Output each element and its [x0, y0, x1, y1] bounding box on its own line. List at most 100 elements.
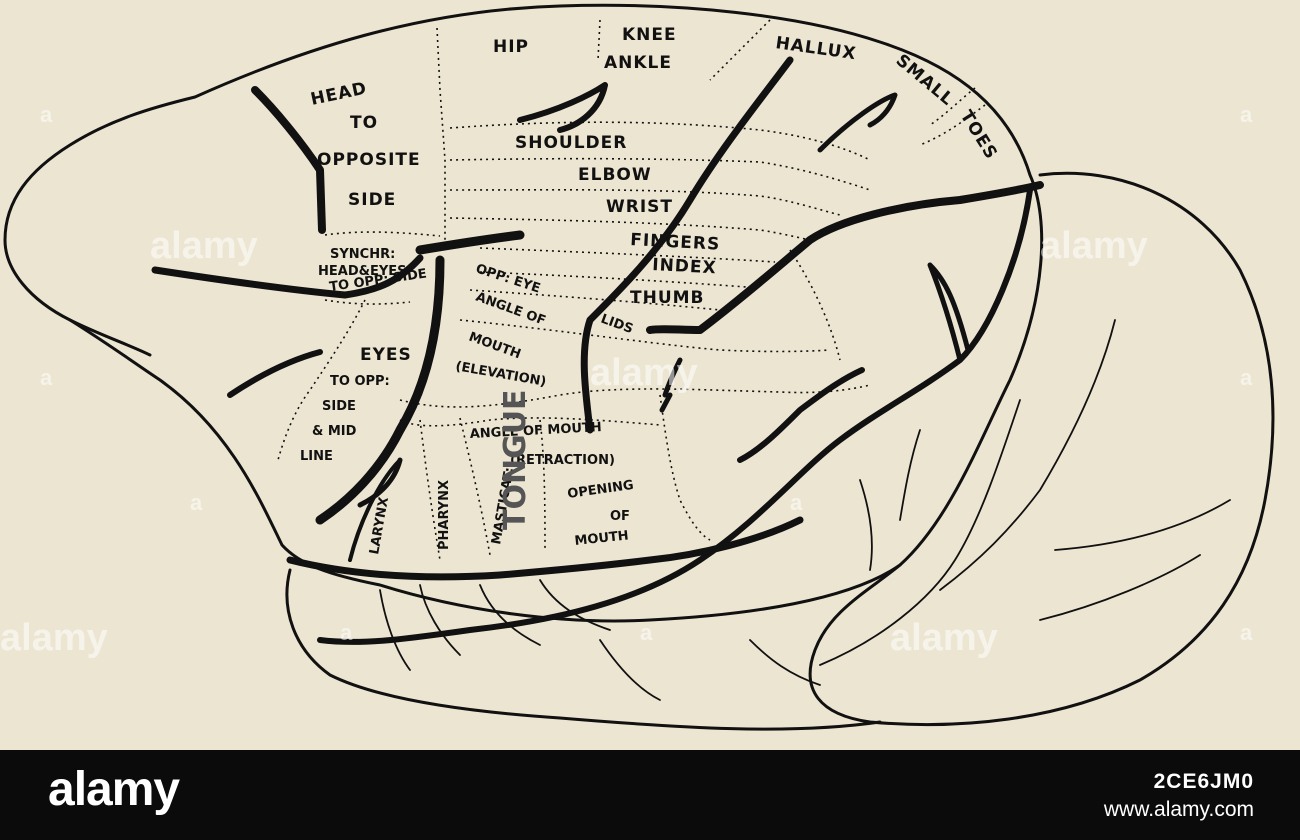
olfactory-lobe: [68, 318, 152, 357]
ectosylvian: [737, 367, 865, 463]
label-eyes: EYES: [360, 345, 412, 365]
boundary-region-right: [789, 249, 841, 361]
sulci: [151, 56, 1044, 645]
brain-outline: [3, 3, 1275, 731]
label-ankle: ANKLE: [604, 53, 672, 73]
label-shoulder: SHOULDER: [515, 133, 627, 153]
boundary-eyes-left: [277, 299, 366, 461]
label-pharynx: PHARYNX: [437, 480, 452, 550]
label-wrist: WRIST: [606, 197, 673, 217]
rhinal-fissure: [286, 516, 804, 581]
label-and-mid: & MID: [312, 424, 357, 439]
brainstem-fold: [749, 639, 821, 686]
label-side: SIDE: [348, 190, 396, 210]
upper-left-sulcus: [517, 82, 608, 133]
boundary-tongue: [539, 419, 546, 551]
watermark-center: alamy: [590, 352, 698, 394]
label-to: TO: [350, 113, 378, 133]
left-orbital-sulcus: [227, 349, 323, 398]
label-elevation: (ELEVATION): [454, 359, 547, 390]
boundary-synchr-bottom: [324, 299, 411, 305]
boundary-elbow-wrist: [449, 188, 841, 216]
footer-meta: 2CE6JM0 www.alamy.com: [1104, 770, 1254, 822]
label-elbow: ELBOW: [578, 165, 652, 185]
watermark-a-2: a: [1240, 102, 1253, 127]
watermark-a-8: a: [640, 620, 653, 645]
cerebellum-fold-6: [859, 479, 873, 571]
label-hip: HIP: [493, 37, 529, 57]
cerebellum-fold-2: [1054, 499, 1231, 551]
watermark-bottom-left: alamy: [0, 617, 108, 659]
label-opening: OPENING: [566, 478, 634, 502]
fine-lines: [379, 319, 1231, 701]
label-tongue: TONGUE: [498, 389, 533, 530]
brain-diagram: HIP KNEE ANKLE HALLUX SMALL TOES HEAD TO…: [0, 3, 1275, 731]
label-fingers: FINGERS: [630, 230, 721, 255]
lateral-branch: [927, 262, 971, 363]
boundary-elevation: [399, 384, 871, 408]
label-lids: LIDS: [599, 312, 635, 337]
alamy-logo: alamy: [48, 763, 180, 816]
label-mouth-2: MOUTH: [574, 528, 630, 549]
watermark-left: alamy: [150, 225, 258, 267]
boundary-shoulder-top: [449, 121, 871, 161]
watermark-a-7: a: [340, 620, 353, 645]
cerebellum-fold-1: [939, 319, 1116, 591]
watermark-a-6: a: [790, 490, 803, 515]
sylvian-fissure: [646, 181, 1044, 334]
cerebellum-outline: [808, 171, 1275, 727]
diagram-canvas: HIP KNEE ANKLE HALLUX SMALL TOES HEAD TO…: [0, 3, 1275, 731]
cerebellum-fold-5: [899, 429, 921, 521]
label-of: OF: [610, 509, 630, 524]
region-labels: HIP KNEE ANKLE HALLUX SMALL TOES HEAD TO…: [300, 25, 1001, 556]
boundary-fingers-index: [479, 247, 776, 263]
region-boundaries: [277, 19, 986, 561]
label-opposite: OPPOSITE: [317, 150, 421, 170]
label-index: INDEX: [652, 255, 717, 278]
label-knee: KNEE: [622, 25, 677, 45]
temporal-fold-1: [379, 589, 411, 671]
label-synchr: SYNCHR:: [330, 247, 395, 262]
temporal-fold-3: [479, 584, 541, 646]
boundary-small-toes: [919, 104, 986, 146]
label-head: HEAD: [309, 78, 369, 109]
boundary-pharynx: [419, 419, 441, 561]
label-head-eyes: HEAD&EYES: [318, 264, 407, 279]
label-thumb: THUMB: [630, 288, 705, 308]
cruciate-sulcus: [251, 86, 326, 234]
site-url: www.alamy.com: [1103, 798, 1254, 821]
watermark-a-3: a: [40, 365, 53, 390]
watermark-a-5: a: [190, 490, 203, 515]
boundary-lids-angle: [459, 319, 831, 353]
watermark-right: alamy: [1040, 225, 1148, 267]
label-to-opp: TO OPP:: [330, 374, 390, 389]
temporal-fold-4: [539, 579, 611, 631]
watermark-a-4: a: [1240, 365, 1253, 390]
cerebellum-fold-3: [1039, 554, 1201, 621]
label-toes: TOES: [956, 107, 1002, 163]
temporal-lobe-outline: [285, 568, 882, 731]
boundary-head-vertical: [436, 27, 446, 250]
upper-right-sulcus: [817, 92, 898, 153]
central-sulcus-left: [315, 230, 525, 525]
boundary-retraction-right: [659, 394, 711, 541]
image-id: 2CE6JM0: [1153, 770, 1254, 793]
watermark-a-1: a: [40, 102, 53, 127]
watermark-a-9: a: [1240, 620, 1253, 645]
presylvian-sulcus: [151, 254, 424, 299]
cerebrum-outline: [3, 3, 1044, 623]
label-mouth: MOUTH: [467, 330, 523, 363]
label-line: LINE: [300, 449, 333, 464]
label-side-2: SIDE: [322, 399, 356, 414]
boundary-knee-hallux: [709, 19, 771, 81]
boundary-synchr: [324, 231, 441, 237]
boundary-shoulder-elbow: [449, 157, 871, 191]
label-angle-of-mouth: ANGLE OF MOUTH: [469, 420, 602, 442]
suprasylvian: [317, 187, 1033, 645]
temporal-fold-2: [419, 584, 461, 656]
temporal-fold-5: [599, 639, 661, 701]
arrow-sulcus: [659, 357, 683, 413]
watermarks: alamy alamy alamy alamy alamy a a a a a …: [0, 102, 1253, 659]
label-retraction: (RETRACTION): [510, 453, 615, 468]
cerebellum-fold-4: [819, 399, 1021, 666]
